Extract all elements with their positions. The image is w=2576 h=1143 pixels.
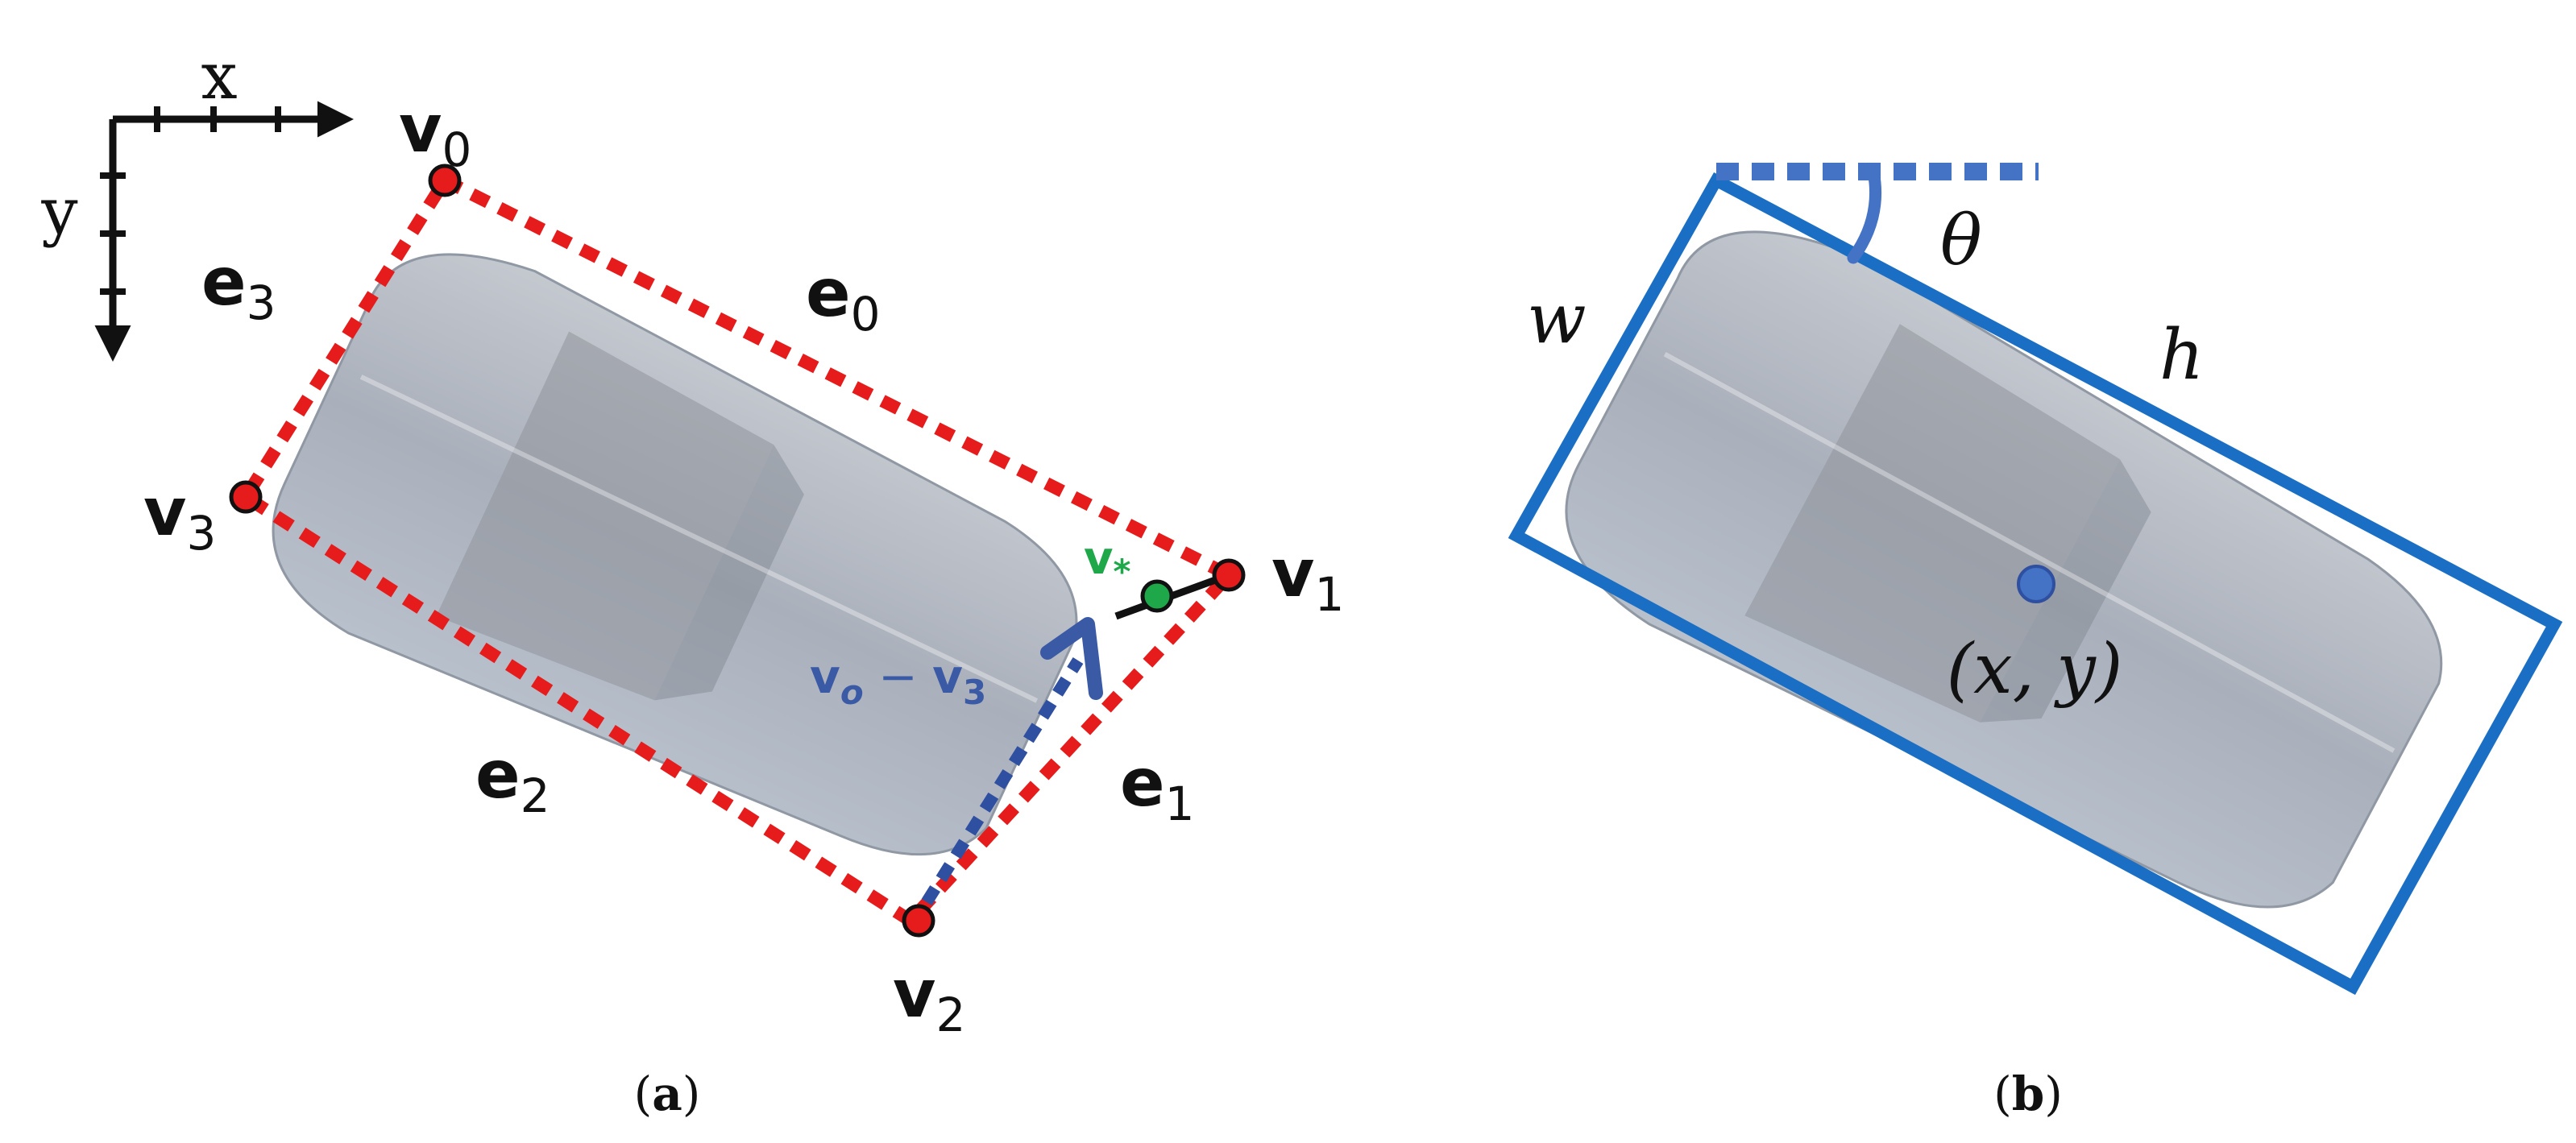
label-v1: v1: [1271, 536, 1344, 622]
label-vector: vo − v3: [810, 649, 986, 712]
h-label: h: [2159, 315, 2204, 395]
label-v0: v0: [399, 91, 471, 177]
w-label: w: [1527, 279, 1587, 359]
label-e1: e1: [1120, 745, 1195, 831]
label-v2: v2: [893, 956, 965, 1042]
angle-arc: [1847, 165, 1882, 264]
label-vstar: v*: [1084, 532, 1131, 591]
vertex-point-v0: [428, 164, 462, 197]
car-image-a: [272, 253, 1078, 856]
axis-x-label: x: [201, 39, 237, 114]
vertex-point-v3: [229, 480, 263, 514]
caption-a: (a): [634, 1066, 701, 1121]
center-label: (x, y): [1947, 629, 2123, 710]
label-v3: v3: [143, 474, 216, 561]
vector-arrow: [1040, 617, 1103, 700]
axis-y-label: y: [40, 174, 77, 249]
label-e2: e2: [475, 737, 550, 823]
caption-b: (b): [1993, 1066, 2063, 1121]
panel-a: x y v0 v1: [40, 39, 1344, 1121]
label-e0: e0: [806, 255, 881, 342]
vstar-point: [1140, 579, 1174, 613]
blue-box: [1508, 172, 2563, 996]
label-e3: e3: [201, 244, 276, 330]
center-point: [2017, 565, 2055, 603]
theta-label: θ: [1940, 201, 1982, 281]
car-image-b: [1565, 230, 2443, 909]
panel-b: θ w h (x, y) (b): [1508, 163, 2563, 1121]
coordinate-axes: x y: [40, 39, 354, 362]
vertex-point-v2: [902, 904, 935, 938]
blue-dashed-line: [921, 657, 1084, 905]
vertex-point-v1: [1212, 558, 1246, 592]
